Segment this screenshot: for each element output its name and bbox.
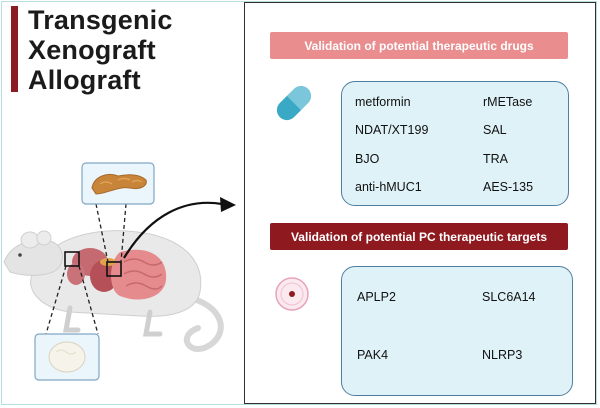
- target-nlrp3: NLRP3: [482, 348, 523, 362]
- drugs-banner: Validation of potential therapeutic drug…: [270, 32, 568, 59]
- target-pak4: PAK4: [357, 348, 389, 362]
- drug-rmetase: rMETase: [483, 95, 533, 109]
- accent-bar: [11, 6, 18, 92]
- targets-banner: Validation of potential PC therapeutic t…: [270, 223, 568, 250]
- target-aplp2: APLP2: [357, 290, 396, 304]
- drug-anti-hmuc1: anti-hMUC1: [355, 180, 422, 194]
- drug-ndat-xt199: NDAT/XT199: [355, 123, 429, 137]
- target-list: [341, 266, 573, 396]
- model-title-xenograft: Xenograft: [28, 35, 156, 65]
- drug-sal: SAL: [483, 123, 507, 137]
- target-slc6a14: SLC6A14: [482, 290, 536, 304]
- drug-bjo: BJO: [355, 152, 380, 166]
- model-title-transgenic: Transgenic: [28, 5, 173, 35]
- model-title-allograft: Allograft: [28, 65, 141, 95]
- drug-list: [341, 81, 569, 206]
- drug-aes-135: AES-135: [483, 180, 534, 194]
- drug-metformin: metformin: [355, 95, 411, 109]
- drug-tra: TRA: [483, 152, 508, 166]
